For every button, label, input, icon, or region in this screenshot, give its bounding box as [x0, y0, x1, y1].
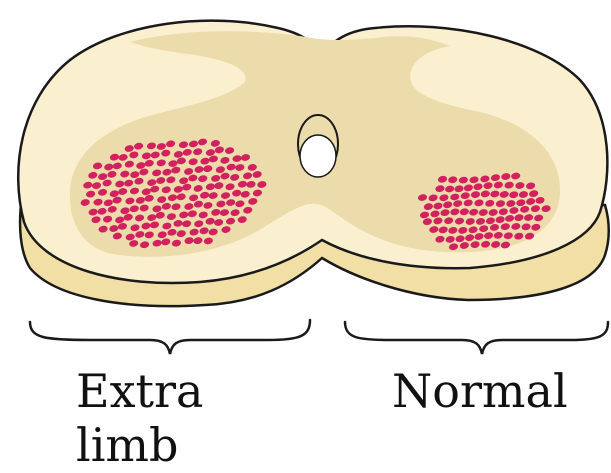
normal-brace [345, 322, 608, 354]
extra-limb-label: Extra [76, 366, 203, 416]
central-canal [298, 115, 338, 177]
extra-limb-label-line2: limb [76, 420, 179, 470]
normal-label: Normal [392, 366, 568, 416]
extra-limb-brace [30, 320, 310, 354]
canal-opening [300, 135, 336, 177]
